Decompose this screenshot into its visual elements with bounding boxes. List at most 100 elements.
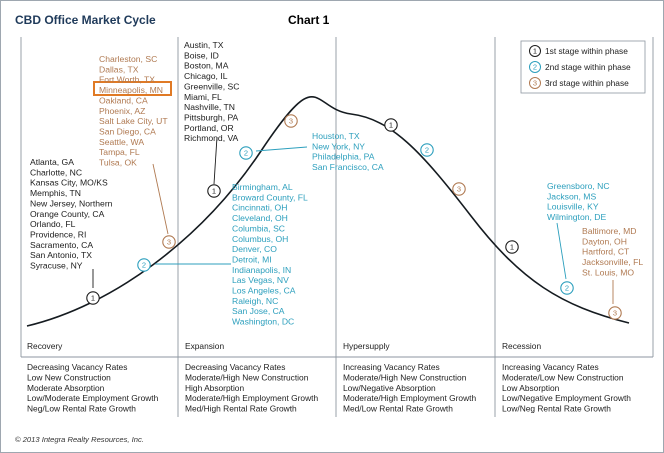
city-label: Hartford, CT [582,247,630,257]
city-label: Jackson, MS [547,191,596,201]
city-label: San Antonio, TX [30,250,92,260]
city-label: Houston, TX [312,131,360,141]
phase-trait: Low/Moderate Employment Growth [27,393,159,403]
phase-name: Recession [502,341,541,351]
stage-markers: 1 2 3 1 2 3 1 2 3 1 2 3 [86,114,622,320]
phase-trait: Moderate/High Employment Growth [185,393,318,403]
city-label: San Jose, CA [232,306,285,316]
marker-expansion-3: 3 [284,114,298,128]
svg-text:1: 1 [533,47,537,56]
phase-trait: Moderate/Low New Construction [502,372,624,382]
svg-text:3: 3 [457,185,461,194]
svg-text:1: 1 [510,243,514,252]
city-label: Austin, TX [184,40,224,50]
svg-text:1: 1 [212,187,216,196]
city-label: Columbia, SC [232,223,285,233]
cycle-curve [26,95,630,327]
highlight-box [93,81,172,96]
city-label: Tulsa, OK [99,158,137,168]
legend: 1 1st stage within phase 2 2nd stage wit… [520,40,646,94]
marker-hypersupply-1: 1 [384,118,398,132]
phase-name: Expansion [185,341,224,351]
chart-label: Chart 1 [288,13,330,27]
city-label: Dallas, TX [99,64,139,74]
city-label: Denver, CO [232,244,277,254]
city-label: Broward County, FL [232,192,308,202]
city-label: Tampa, FL [99,147,140,157]
phase-trait: High Absorption [185,383,244,393]
city-label: Birmingham, AL [232,182,293,192]
city-label: Wilmington, DE [547,212,606,222]
city-label: St. Louis, MO [582,267,634,277]
city-label: Phoenix, AZ [99,106,145,116]
phase-trait: Decreasing Vacancy Rates [185,362,285,372]
city-label: Greenville, SC [184,81,239,91]
phase-name: Recovery [27,341,63,351]
phase-trait: Decreasing Vacancy Rates [27,362,127,372]
city-label: Richmond, VA [184,133,239,143]
city-label: Detroit, MI [232,254,272,264]
leader-lines [92,136,614,304]
marker-hypersupply-2: 2 [420,143,434,157]
city-label: Sacramento, CA [30,240,93,250]
city-label: Chicago, IL [184,71,228,81]
phase-trait: Low New Construction [27,372,111,382]
city-label: Charleston, SC [99,54,157,64]
phase-trait: Moderate/High New Construction [185,372,309,382]
svg-text:2: 2 [565,284,569,293]
svg-text:3rd stage within phase: 3rd stage within phase [545,78,629,88]
city-label: Atlanta, GA [30,157,74,167]
city-label: New Jersey, Northern [30,198,113,208]
marker-recession-1: 1 [505,240,519,254]
phase-trait: Moderate Absorption [27,383,105,393]
city-label: Charlotte, NC [30,167,82,177]
svg-text:3: 3 [533,79,537,88]
marker-recovery-1: 1 [86,291,100,305]
phase-trait: Low/Negative Absorption [343,383,436,393]
svg-text:1: 1 [389,121,393,130]
marker-recovery-3: 3 [162,235,176,249]
marker-expansion-2: 2 [239,146,253,160]
marker-hypersupply-3: 3 [452,182,466,196]
city-label: San Diego, CA [99,126,156,136]
city-label: Boston, MA [184,61,229,71]
marker-expansion-1: 1 [207,184,221,198]
city-label: Louisville, KY [547,202,599,212]
city-label: Cincinnati, OH [232,203,287,213]
page-title: CBD Office Market Cycle [15,13,156,27]
marker-recession-3: 3 [608,306,622,320]
city-label: Seattle, WA [99,137,144,147]
city-label: Providence, RI [30,229,86,239]
city-label: Washington, DC [232,317,294,327]
city-label: Kansas City, MO/KS [30,178,108,188]
grid-lines [20,37,654,417]
phase-trait: Low/Negative Employment Growth [502,393,631,403]
legend-item-stage3: 3 3rd stage within phase [529,77,629,89]
city-label: Philadelphia, PA [312,152,375,162]
svg-text:2nd stage within phase: 2nd stage within phase [545,62,631,72]
phase-trait: Neg/Low Rental Rate Growth [27,404,136,414]
svg-text:2: 2 [533,63,537,72]
city-label-highlighted: Minneapolis, MN [99,85,163,95]
phase-trait: Increasing Vacancy Rates [502,362,599,372]
city-label: Orlando, FL [30,219,76,229]
city-label: Syracuse, NY [30,261,83,271]
city-label: Pittsburgh, PA [184,113,239,123]
city-label: Nashville, TN [184,102,235,112]
city-label: Columbus, OH [232,234,288,244]
city-label: Salt Lake City, UT [99,116,168,126]
city-label: Indianapolis, IN [232,265,291,275]
copyright: © 2013 Integra Realty Resources, Inc. [15,435,144,444]
city-label: Memphis, TN [30,188,81,198]
